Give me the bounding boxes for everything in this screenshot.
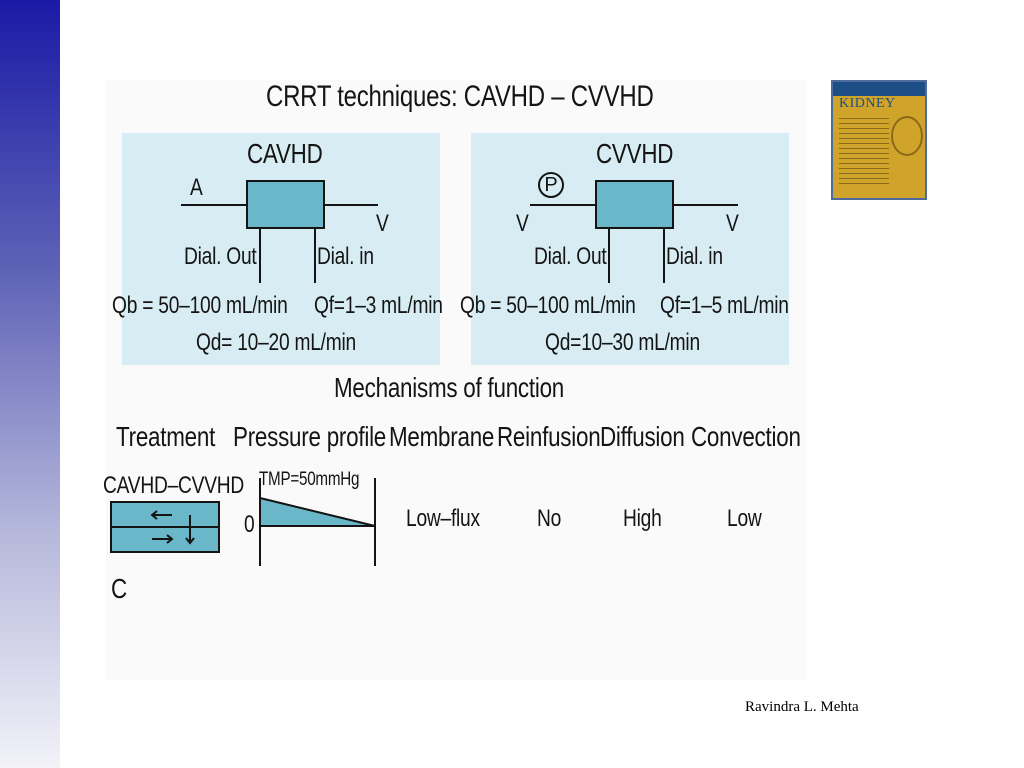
cvvhd-inlet-label: V <box>516 210 529 237</box>
cvvhd-dial-out: Dial. Out <box>534 243 607 270</box>
cvvhd-inlet-line <box>530 204 597 206</box>
arrow-right-icon <box>152 534 174 544</box>
pressure-zero-label: 0 <box>244 511 255 538</box>
cavhd-outlet-label: V <box>376 210 389 237</box>
cavhd-qf: Qf=1–3 mL/min <box>314 292 443 319</box>
header-convection: Convection <box>691 421 801 452</box>
book-title: KIDNEY <box>839 96 896 111</box>
cvvhd-qf: Qf=1–5 mL/min <box>660 292 789 319</box>
header-pressure-profile: Pressure profile <box>233 421 387 452</box>
cavhd-qb: Qb = 50–100 mL/min <box>112 292 288 319</box>
mechanisms-title: Mechanisms of function <box>334 372 565 403</box>
header-diffusion: Diffusion <box>600 421 685 452</box>
panel-label: C <box>111 573 127 604</box>
header-treatment: Treatment <box>116 421 216 452</box>
row-convection: Low <box>727 505 762 532</box>
membrane-schematic <box>110 501 220 553</box>
cvvhd-title: CVVHD <box>596 138 674 169</box>
cvvhd-diagram <box>471 133 789 365</box>
cvvhd-filter <box>595 180 674 229</box>
row-membrane: Low–flux <box>406 505 480 532</box>
cvvhd-qd: Qd=10–30 mL/min <box>545 329 700 356</box>
cvvhd-dial-in-line <box>663 228 665 283</box>
row-treatment: CAVHD–CVVHD <box>103 472 245 499</box>
cavhd-inlet-line <box>181 204 248 206</box>
cavhd-dial-in: Dial. in <box>317 243 374 270</box>
pressure-profile-graph <box>259 478 376 566</box>
header-membrane: Membrane <box>389 421 495 452</box>
cavhd-dial-out: Dial. Out <box>184 243 257 270</box>
cavhd-title: CAVHD <box>247 138 323 169</box>
arrow-left-icon <box>150 510 172 520</box>
cavhd-dial-out-line <box>259 228 261 283</box>
pump-label: P <box>544 173 558 196</box>
cavhd-outlet-line <box>324 204 378 206</box>
cavhd-qd: Qd= 10–20 mL/min <box>196 329 356 356</box>
slide-title: CRRT techniques: CAVHD – CVVHD <box>266 80 654 113</box>
cvvhd-outlet-line <box>673 204 738 206</box>
pressure-tmp-label: TMP=50mmHg <box>259 469 360 490</box>
cvvhd-outlet-label: V <box>726 210 739 237</box>
sidebar-gradient <box>0 0 60 768</box>
pump-icon: P <box>538 172 564 198</box>
cavhd-diagram <box>122 133 440 365</box>
author-credit: Ravindra L. Mehta <box>745 699 859 715</box>
cavhd-dial-in-line <box>314 228 316 283</box>
cavhd-inlet-label: A <box>190 174 203 201</box>
header-reinfusion: Reinfusion <box>497 421 601 452</box>
row-diffusion: High <box>623 505 662 532</box>
arrow-down-icon <box>185 515 195 545</box>
pressure-wedge <box>259 496 376 527</box>
cvvhd-dial-out-line <box>608 228 610 283</box>
cavhd-filter <box>246 180 325 229</box>
book-cover-icon: KIDNEY <box>831 80 927 200</box>
row-reinfusion: No <box>537 505 562 532</box>
cvvhd-dial-in: Dial. in <box>666 243 723 270</box>
cvvhd-qb: Qb = 50–100 mL/min <box>460 292 636 319</box>
